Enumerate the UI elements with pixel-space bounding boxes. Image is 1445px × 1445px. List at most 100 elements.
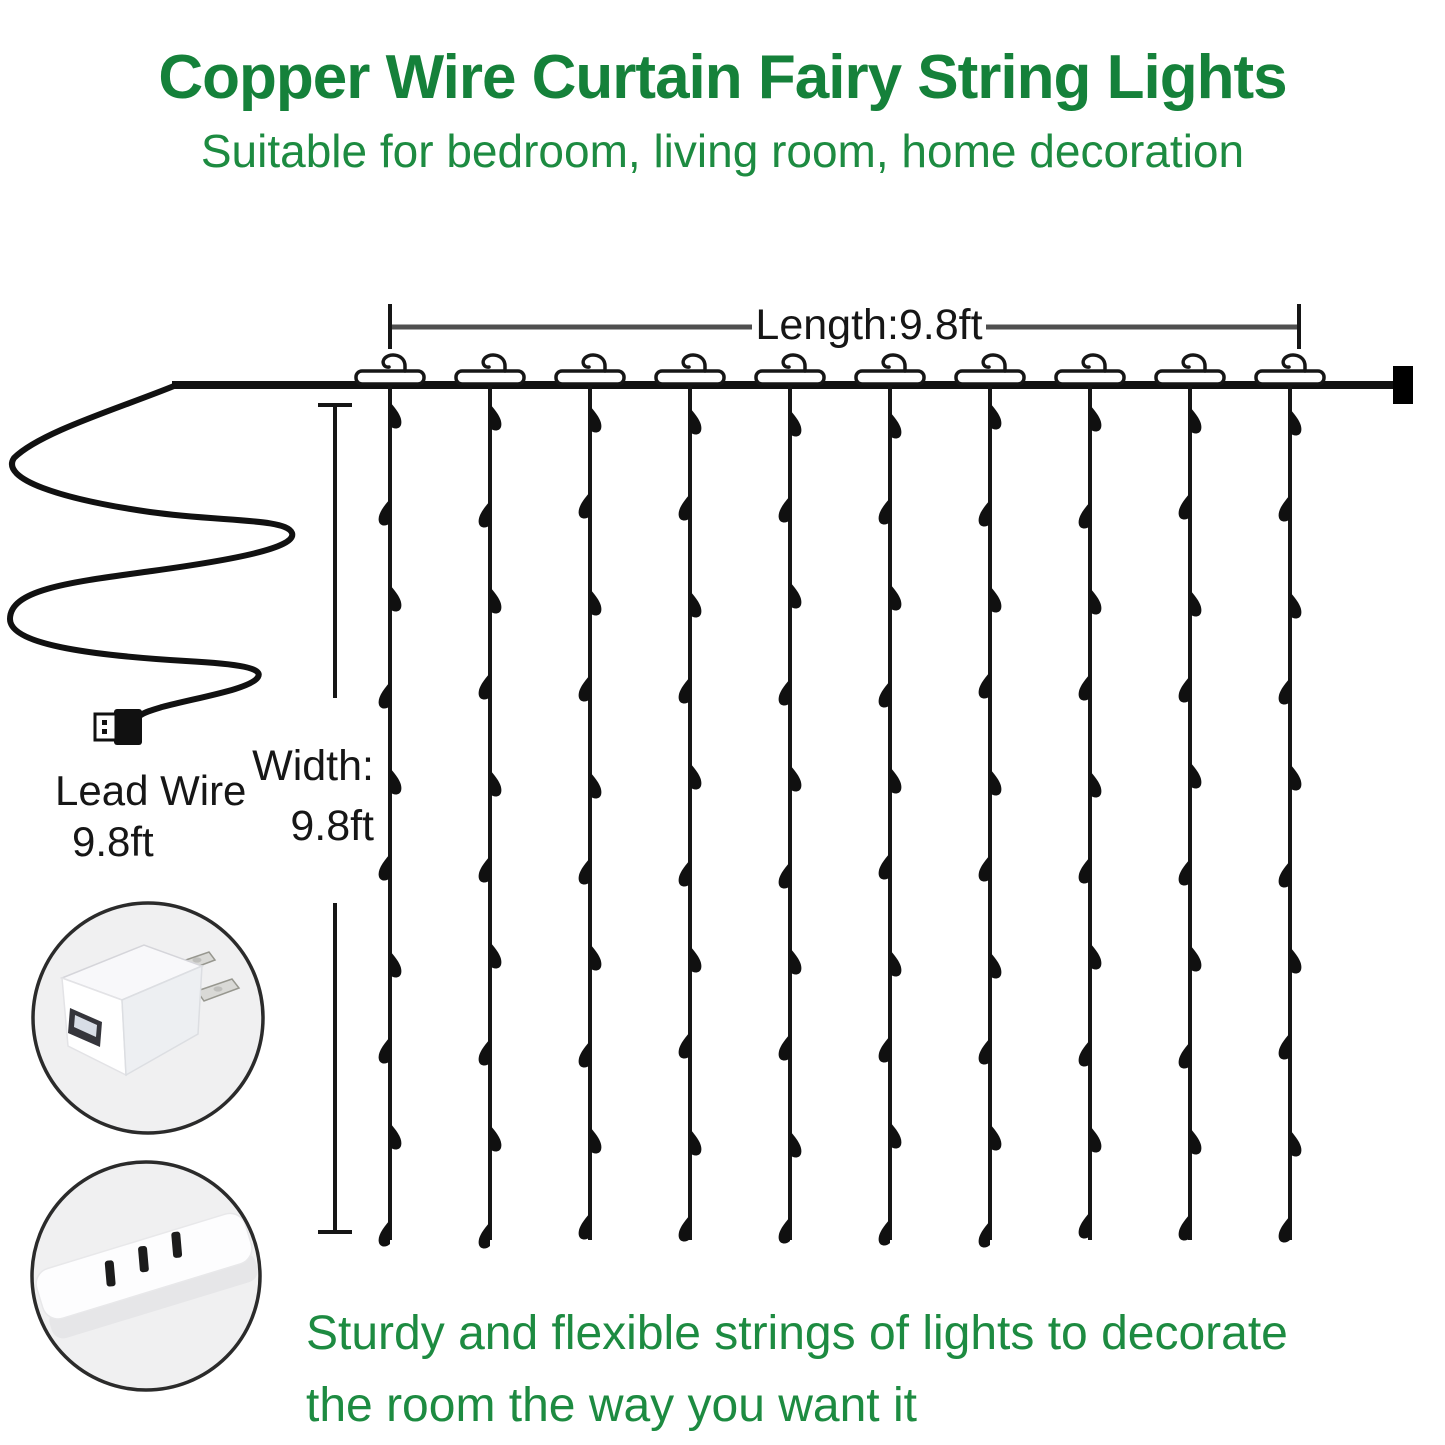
led-bulb bbox=[578, 675, 590, 702]
led-bulb bbox=[978, 1221, 990, 1248]
led-bulb bbox=[590, 406, 602, 433]
usb-power-adapter-photo bbox=[31, 901, 265, 1135]
page-subtitle: Suitable for bedroom, living room, home … bbox=[200, 125, 1245, 177]
led-bulb bbox=[790, 582, 802, 609]
led-bulb bbox=[978, 1038, 990, 1065]
led-bulb bbox=[678, 1032, 690, 1059]
led-bulb bbox=[390, 951, 402, 978]
led-bulb bbox=[1278, 1216, 1290, 1243]
width-label-line2: 9.8ft bbox=[290, 802, 374, 850]
led-bulb bbox=[1278, 678, 1290, 705]
led-bulb bbox=[890, 584, 902, 611]
led-bulb bbox=[1178, 859, 1190, 886]
led-bulb bbox=[1190, 407, 1202, 434]
led-bulb bbox=[1178, 493, 1190, 520]
led-bulb bbox=[490, 942, 502, 969]
led-bulb bbox=[378, 1037, 390, 1064]
led-bulb bbox=[490, 770, 502, 797]
led-bulb bbox=[478, 1222, 490, 1249]
led-bulb bbox=[1278, 861, 1290, 888]
led-bulb bbox=[578, 1213, 590, 1240]
curtain-hook-curl bbox=[581, 353, 607, 373]
led-bulb bbox=[1078, 1040, 1090, 1067]
led-bulb bbox=[478, 1039, 490, 1066]
led-bulb bbox=[690, 1129, 702, 1156]
led-bulb bbox=[978, 672, 990, 699]
led-bulb bbox=[878, 1219, 890, 1246]
led-bulb bbox=[490, 404, 502, 431]
led-bulb bbox=[1190, 945, 1202, 972]
lead-wire-curve bbox=[6, 383, 296, 718]
led-bulb bbox=[1290, 1130, 1302, 1157]
footer-line2: the room the way you want it bbox=[306, 1379, 917, 1432]
led-bulb bbox=[778, 862, 790, 889]
led-bulb bbox=[1078, 674, 1090, 701]
led-bulb bbox=[878, 498, 890, 525]
led-bulb bbox=[890, 1122, 902, 1149]
led-bulb bbox=[890, 767, 902, 794]
led-bulb bbox=[1278, 1033, 1290, 1060]
curtain-hook-curl bbox=[1281, 353, 1307, 373]
led-bulb bbox=[478, 856, 490, 883]
page-title: Copper Wire Curtain Fairy String Lights bbox=[158, 43, 1287, 112]
led-bulb bbox=[1290, 409, 1302, 436]
led-bulb bbox=[1090, 1126, 1102, 1153]
led-bulb bbox=[390, 768, 402, 795]
curtain-hook-curl bbox=[781, 353, 807, 373]
led-bulb bbox=[778, 496, 790, 523]
led-bulb bbox=[1178, 1214, 1190, 1241]
led-bulb bbox=[1090, 943, 1102, 970]
led-bulb bbox=[378, 1220, 390, 1247]
led-bulb bbox=[1178, 676, 1190, 703]
led-bulb bbox=[378, 499, 390, 526]
curtain-hook-curl bbox=[881, 353, 907, 373]
curtain-hook-clip bbox=[354, 369, 426, 386]
led-bulb bbox=[1190, 1128, 1202, 1155]
led-bulb bbox=[878, 681, 890, 708]
lead-wire-label: Lead Wire bbox=[55, 767, 247, 814]
led-bulb bbox=[678, 494, 690, 521]
led-bulb bbox=[578, 858, 590, 885]
led-bulb bbox=[390, 1123, 402, 1150]
led-bulb bbox=[990, 952, 1002, 979]
led-bulb bbox=[590, 589, 602, 616]
led-bulb bbox=[1178, 1042, 1190, 1069]
led-bulb bbox=[778, 1034, 790, 1061]
led-bulb bbox=[678, 677, 690, 704]
usb-plug-icon bbox=[93, 709, 142, 745]
led-bulb bbox=[790, 1131, 802, 1158]
led-bulb bbox=[778, 1217, 790, 1244]
curtain-hook-clip bbox=[854, 369, 926, 386]
led-bulb bbox=[490, 1125, 502, 1152]
leds-layer bbox=[378, 402, 1302, 1249]
led-bulb bbox=[1090, 405, 1102, 432]
led-bulb bbox=[1278, 495, 1290, 522]
led-bulb bbox=[678, 1215, 690, 1242]
led-bulb bbox=[1078, 857, 1090, 884]
led-bulb bbox=[478, 501, 490, 528]
length-dimension-label: Length:9.8ft bbox=[755, 301, 983, 349]
curtain-hook-clip bbox=[454, 369, 526, 386]
led-bulb bbox=[1290, 592, 1302, 619]
led-bulb bbox=[1090, 588, 1102, 615]
led-bulb bbox=[590, 772, 602, 799]
hooks-layer bbox=[354, 353, 1326, 386]
power-strip-photo bbox=[30, 1160, 262, 1392]
curtain-hook-clip bbox=[1054, 369, 1126, 386]
led-bulb bbox=[578, 1041, 590, 1068]
curtain-hook-curl bbox=[1081, 353, 1107, 373]
strings-layer bbox=[388, 385, 1292, 1240]
curtain-hook-curl bbox=[681, 353, 707, 373]
led-bulb bbox=[1090, 771, 1102, 798]
width-label-line1: Width: bbox=[252, 742, 374, 790]
footer-line1: Sturdy and flexible strings of lights to… bbox=[306, 1307, 1288, 1360]
footer-description: Sturdy and flexible strings of lights to… bbox=[306, 1298, 1288, 1442]
led-bulb bbox=[1190, 590, 1202, 617]
led-bulb bbox=[1190, 762, 1202, 789]
led-bulb bbox=[690, 408, 702, 435]
curtain-hook-curl bbox=[981, 353, 1007, 373]
lead-wire-length-label: 9.8ft bbox=[72, 818, 154, 865]
led-bulb bbox=[690, 946, 702, 973]
